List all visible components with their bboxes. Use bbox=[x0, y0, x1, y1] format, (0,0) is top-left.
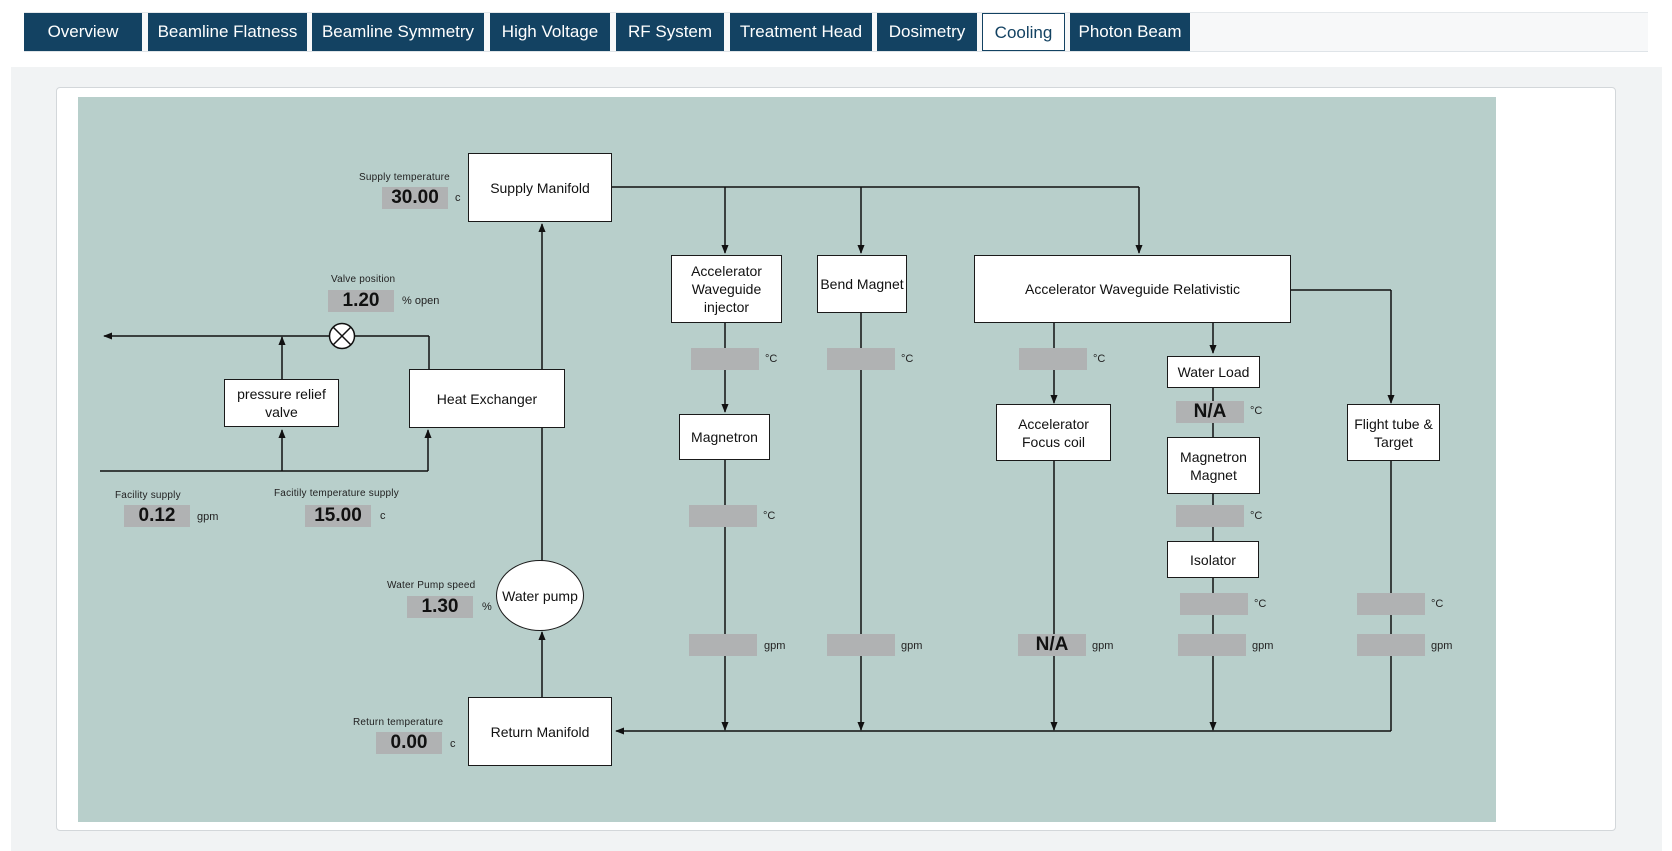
isolator-box: Isolator bbox=[1167, 541, 1259, 578]
supply-temperature-unit: c bbox=[455, 192, 461, 204]
facility-supply-unit: gpm bbox=[197, 511, 219, 523]
tab-photon-beam[interactable]: Photon Beam bbox=[1070, 13, 1190, 51]
cooling-diagram: Supply Manifold Return Manifold Heat Exc… bbox=[78, 97, 1496, 822]
magnetron-temp-unit: °C bbox=[763, 510, 776, 522]
bend-flow-unit: gpm bbox=[901, 640, 923, 652]
pressure-relief-valve-box: pressure relief valve bbox=[224, 379, 339, 427]
water-pump-speed-value: 1.30 bbox=[407, 596, 473, 618]
accel-focus-coil-box: Accelerator Focus coil bbox=[996, 404, 1111, 461]
water-pump-speed-label: Water Pump speed bbox=[387, 580, 476, 591]
focus-flow-unit: gpm bbox=[1092, 640, 1114, 652]
focus-flow-value: N/A bbox=[1018, 634, 1086, 656]
relativistic-temp-value bbox=[1019, 348, 1087, 370]
bend-magnet-box: Bend Magnet bbox=[817, 255, 907, 313]
flight-tube-target-box: Flight tube & Target bbox=[1347, 404, 1440, 461]
tab-overview[interactable]: Overview bbox=[24, 13, 142, 51]
flight-tube-temp-value bbox=[1357, 593, 1425, 615]
tab-beamline-symmetry[interactable]: Beamline Symmetry bbox=[312, 13, 484, 51]
magnetron-temp-value bbox=[689, 505, 757, 527]
tab-bar: Overview Beamline Flatness Beamline Symm… bbox=[24, 12, 1648, 52]
isolator-temp-value bbox=[1180, 593, 1248, 615]
tab-treatment-head[interactable]: Treatment Head bbox=[730, 13, 872, 51]
water-load-temp-unit: °C bbox=[1250, 405, 1263, 417]
supply-manifold-box: Supply Manifold bbox=[468, 153, 612, 222]
isolator-flow-unit: gpm bbox=[1252, 640, 1274, 652]
supply-temperature-value: 30.00 bbox=[382, 187, 448, 209]
flight-tube-flow-value bbox=[1357, 634, 1425, 656]
flow-lines bbox=[100, 186, 1395, 735]
tab-high-voltage[interactable]: High Voltage bbox=[490, 13, 610, 51]
bend-temp-value bbox=[827, 348, 895, 370]
facility-supply-value: 0.12 bbox=[124, 505, 190, 527]
flight-tube-flow-unit: gpm bbox=[1431, 640, 1453, 652]
isolator-flow-value bbox=[1178, 634, 1246, 656]
bend-temp-unit: °C bbox=[901, 353, 914, 365]
return-manifold-box: Return Manifold bbox=[468, 697, 612, 766]
magnetron-magnet-temp-value bbox=[1176, 505, 1244, 527]
heat-exchanger-box: Heat Exchanger bbox=[409, 369, 565, 428]
magnetron-magnet-box: Magnetron Magnet bbox=[1167, 437, 1260, 494]
tab-beamline-flatness[interactable]: Beamline Flatness bbox=[148, 13, 307, 51]
valve-icon bbox=[328, 322, 356, 350]
injector-temp-unit: °C bbox=[765, 353, 778, 365]
magnetron-box: Magnetron bbox=[679, 414, 770, 460]
valve-position-unit: % open bbox=[402, 295, 440, 307]
valve-position-label: Valve position bbox=[331, 274, 396, 285]
tab-cooling[interactable]: Cooling bbox=[982, 13, 1065, 51]
injector-temp-value bbox=[691, 348, 759, 370]
injector-flow-unit: gpm bbox=[764, 640, 786, 652]
isolator-temp-unit: °C bbox=[1254, 598, 1267, 610]
facility-temperature-supply-unit: c bbox=[380, 510, 386, 522]
bend-flow-value bbox=[827, 634, 895, 656]
supply-temperature-label: Supply temperature bbox=[359, 172, 450, 183]
facility-supply-label: Facility supply bbox=[115, 490, 181, 501]
return-temperature-unit: c bbox=[450, 738, 456, 750]
tab-rf-system[interactable]: RF System bbox=[616, 13, 724, 51]
relativistic-temp-unit: °C bbox=[1093, 353, 1106, 365]
flight-tube-temp-unit: °C bbox=[1431, 598, 1444, 610]
valve-position-value: 1.20 bbox=[328, 290, 394, 312]
facility-temperature-supply-value: 15.00 bbox=[305, 505, 371, 527]
return-temperature-value: 0.00 bbox=[376, 732, 442, 754]
facility-temperature-supply-label: Facitily temperature supply bbox=[274, 488, 399, 499]
return-temperature-label: Return temperature bbox=[353, 717, 444, 728]
tab-dosimetry[interactable]: Dosimetry bbox=[877, 13, 977, 51]
accel-waveguide-injector-box: Accelerator Waveguide injector bbox=[671, 255, 782, 323]
accel-waveguide-relativistic-box: Accelerator Waveguide Relativistic bbox=[974, 255, 1291, 323]
water-load-box: Water Load bbox=[1167, 356, 1260, 388]
injector-flow-value bbox=[689, 634, 757, 656]
water-load-temp-value: N/A bbox=[1176, 401, 1244, 423]
water-pump: Water pump bbox=[496, 560, 584, 631]
water-pump-speed-unit: % bbox=[482, 601, 492, 613]
magnetron-magnet-temp-unit: °C bbox=[1250, 510, 1263, 522]
